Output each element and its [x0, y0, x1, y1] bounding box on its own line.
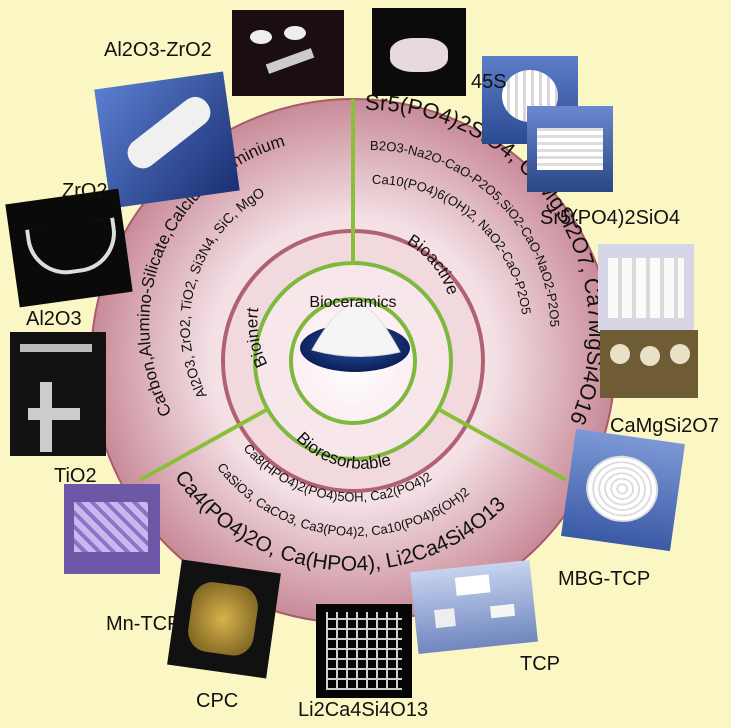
label-li2ca4si4o13: Li2Ca4Si4O13 [298, 699, 429, 721]
powder-pile-image [300, 304, 410, 372]
dental-implant-photo [232, 10, 344, 96]
label-cpc: CPC [196, 690, 239, 712]
label-al2o3: Al2O3 [26, 308, 82, 330]
li2ca4si4o13-photo [316, 604, 412, 698]
divider-right [437, 407, 567, 482]
x-ray-photo [5, 188, 133, 308]
label-tcp: TCP [520, 653, 560, 675]
label-mbg-tcp: MBG-TCP [558, 568, 651, 590]
label-sr5po4-2sio4: Sr5(PO4)2SiO4 [540, 207, 681, 229]
scaffold-photo-5 [561, 428, 685, 552]
label-mn-tcp: Mn-TCP [106, 613, 181, 635]
cpc-photo [167, 559, 281, 679]
scaffold-photo-3 [598, 244, 694, 332]
label-45s: 45S [471, 71, 507, 93]
tcp-photo [410, 559, 538, 655]
powder-photo [372, 8, 466, 96]
mn-tcp-scaffold-photo [64, 484, 160, 574]
label-al2o3-zro2: Al2O3-ZrO2 [104, 39, 212, 61]
label-tio2: TiO2 [54, 465, 97, 487]
label-camgsi2o7: CaMgSi2O7 [610, 415, 719, 437]
scaffold-photo-2 [527, 106, 613, 192]
bone-plate-photo [10, 332, 106, 456]
label-zro2: ZrO2 [62, 180, 108, 202]
center-title: Bioceramics [309, 294, 396, 311]
scaffold-photo-4 [600, 330, 698, 398]
divider-left [139, 407, 269, 482]
